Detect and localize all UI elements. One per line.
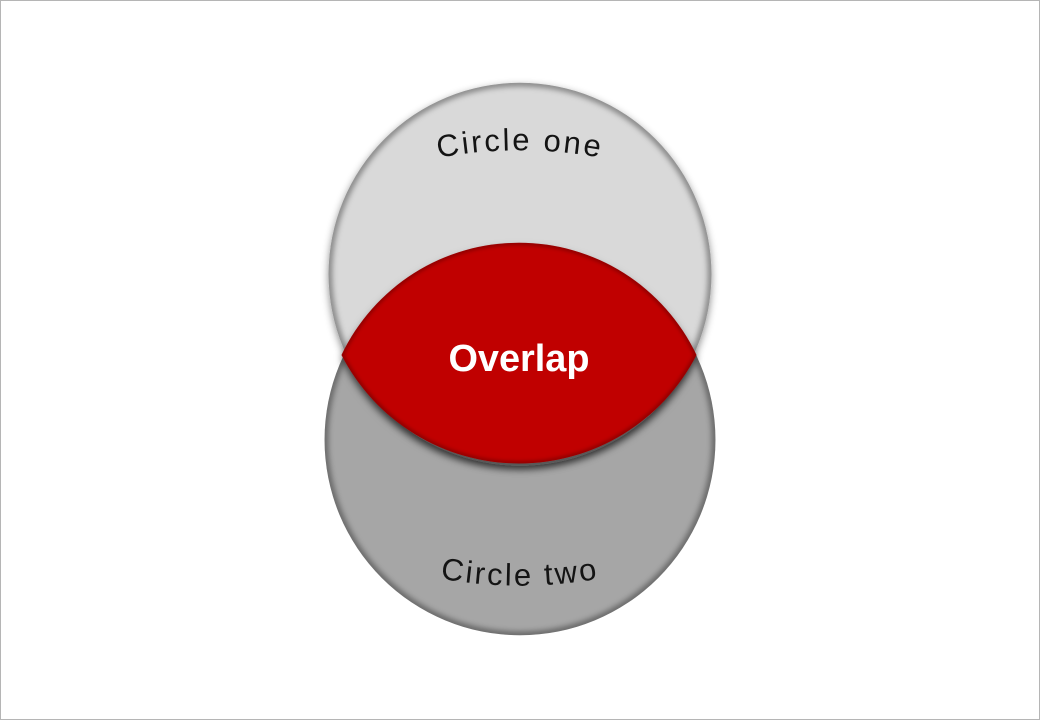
overlap-inner-shadow <box>341 242 697 464</box>
overlap-shape <box>341 242 697 464</box>
overlap-label: Overlap <box>448 338 589 380</box>
circle-two-label: Circle two <box>439 551 601 593</box>
